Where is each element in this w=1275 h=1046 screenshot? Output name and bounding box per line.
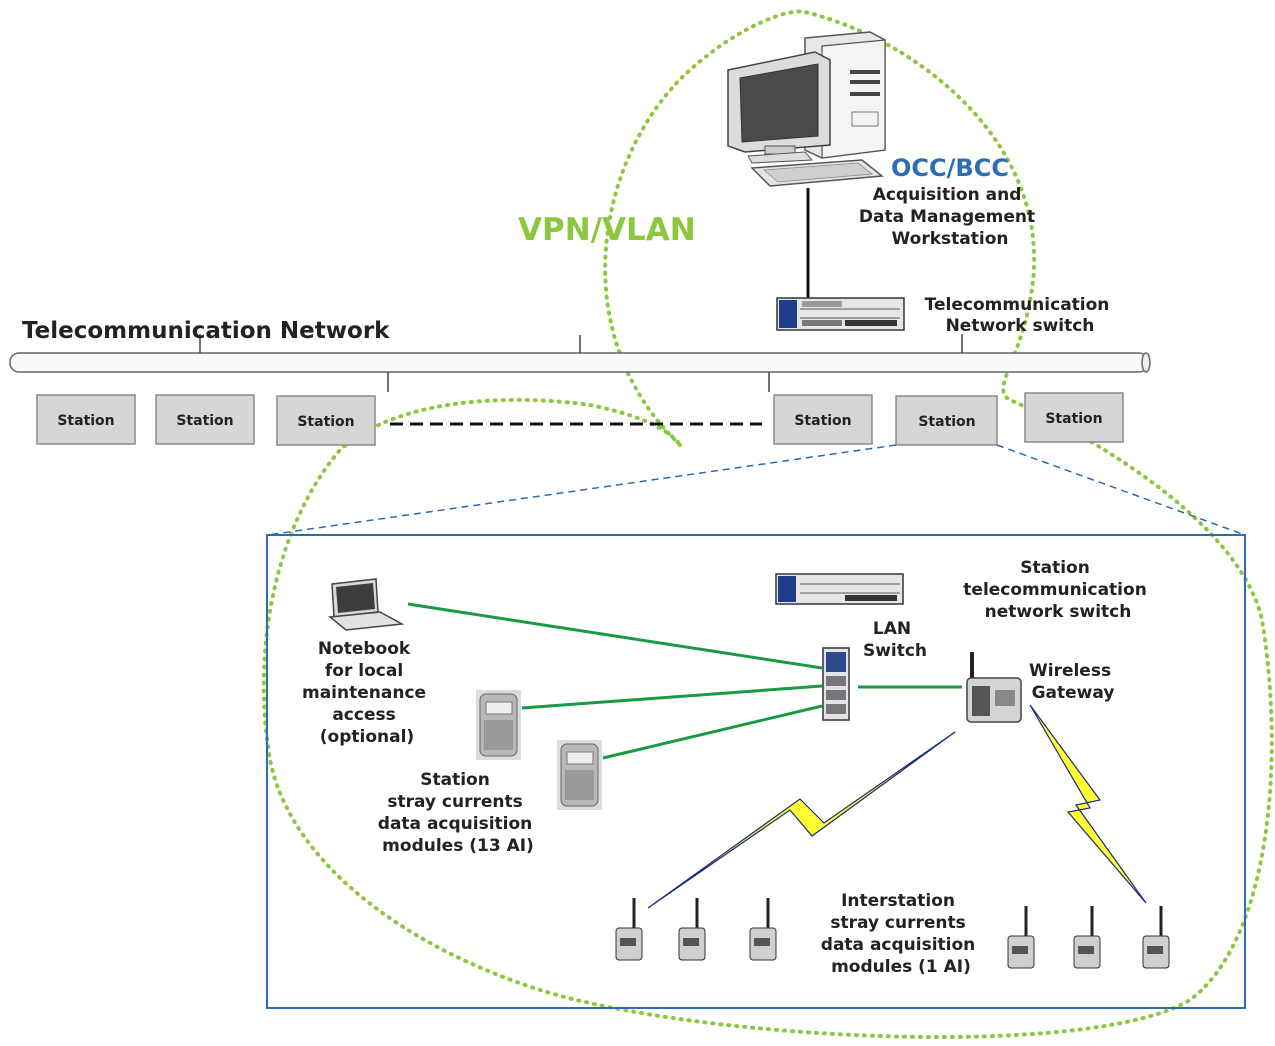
- interstation-line-4: modules (1 AI): [831, 957, 971, 977]
- network-switch-icon: [776, 297, 905, 331]
- interstation-line-2: stray currents: [830, 913, 965, 933]
- telecom-switch-line-2: Network switch: [946, 316, 1095, 336]
- zoom-line-left: [267, 444, 897, 536]
- lan-switch-line-2: Switch: [863, 641, 927, 661]
- svg-text:Station telecommunication: Station telecommunication network switch: [963, 558, 1152, 622]
- wireless-sensor-icon: [1142, 906, 1170, 969]
- svg-text:LAN Switch: LAN Switch: [863, 619, 927, 661]
- vpn-label: VPN/VLAN: [518, 212, 696, 248]
- station-label: Station: [176, 413, 233, 429]
- station-modules-line-2: stray currents: [387, 792, 522, 812]
- svg-text:Station stray currents: Station stray currents data acquisition …: [378, 770, 538, 856]
- lan-switch-line-1: LAN: [873, 619, 911, 639]
- svg-text:Wireless Gateway: Wireless Gateway: [1029, 661, 1117, 703]
- occ-title: OCC/BCC: [891, 154, 1009, 182]
- station-label: Station: [1045, 411, 1102, 427]
- station-label: Station: [794, 413, 851, 429]
- occ-line-2: Data Management: [859, 207, 1035, 227]
- wireless-link-right: [1029, 704, 1147, 904]
- station-network-switch-icon: [775, 573, 904, 605]
- wireless-gateway-line-2: Gateway: [1032, 683, 1115, 703]
- interstation-line-1: Interstation: [841, 891, 955, 911]
- station-box: Station: [155, 394, 255, 445]
- notebook-line-4: access: [332, 705, 395, 725]
- station-modules-line-1: Station: [420, 770, 490, 790]
- station-box: Station: [1024, 392, 1124, 443]
- io-module-icon: [557, 740, 602, 810]
- telecom-switch-line-1: Telecommunication: [925, 295, 1110, 315]
- wireless-sensor-icon: [749, 898, 777, 961]
- station-label: Station: [918, 414, 975, 430]
- station-switch-line-3: network switch: [985, 602, 1132, 622]
- station-box: Station: [36, 394, 136, 445]
- station-box: Station: [276, 395, 376, 446]
- occ-line-3: Workstation: [892, 229, 1009, 249]
- station-modules-line-4: modules (13 AI): [382, 836, 534, 856]
- station-box-selected: Station: [895, 395, 998, 446]
- wireless-sensor-icon: [1007, 906, 1035, 969]
- station-box: Station: [773, 394, 873, 445]
- wireless-sensor-icon: [678, 898, 706, 961]
- station-detail-panel: [266, 534, 1246, 1009]
- wireless-link-left: [647, 731, 956, 909]
- vpn-boundary: [261, 9, 1274, 1039]
- wireless-gateway-line-1: Wireless: [1029, 661, 1111, 681]
- svg-text:Notebook for local mai: Notebook for local maintenance access (o…: [302, 639, 432, 747]
- svg-text:Telecommunication Network: Telecommunication Network switch: [925, 295, 1116, 336]
- network-bus: [9, 334, 1151, 392]
- interstation-line-3: data acquisition: [821, 935, 976, 955]
- io-module-icon: [476, 690, 521, 760]
- svg-text:Interstation stray current: Interstation stray currents data acquisi…: [821, 891, 981, 977]
- notebook-line-1: Notebook: [318, 639, 411, 659]
- station-switch-line-2: telecommunication: [963, 580, 1147, 600]
- desktop-computer-icon: [727, 31, 886, 187]
- station-label: Station: [297, 414, 354, 430]
- laptop-icon: [328, 578, 405, 631]
- notebook-line-5: (optional): [320, 727, 414, 747]
- svg-text:Acquisition and Data Manag: Acquisition and Data Management Workstat…: [859, 185, 1041, 249]
- occ-line-1: Acquisition and: [873, 185, 1022, 205]
- wireless-gateway-icon: [966, 652, 1022, 723]
- wireless-sensor-icon: [615, 898, 643, 961]
- wireless-sensor-icon: [1073, 906, 1101, 969]
- notebook-line-3: maintenance: [302, 683, 426, 703]
- zoom-line-right: [996, 444, 1246, 536]
- station-label: Station: [57, 413, 114, 429]
- station-switch-line-1: Station: [1020, 558, 1090, 578]
- network-label: Telecommunication Network: [22, 318, 390, 344]
- notebook-line-2: for local: [325, 661, 403, 681]
- lan-switch-icon: [822, 647, 850, 721]
- lan-links: [407, 602, 962, 760]
- station-modules-line-3: data acquisition: [378, 814, 533, 834]
